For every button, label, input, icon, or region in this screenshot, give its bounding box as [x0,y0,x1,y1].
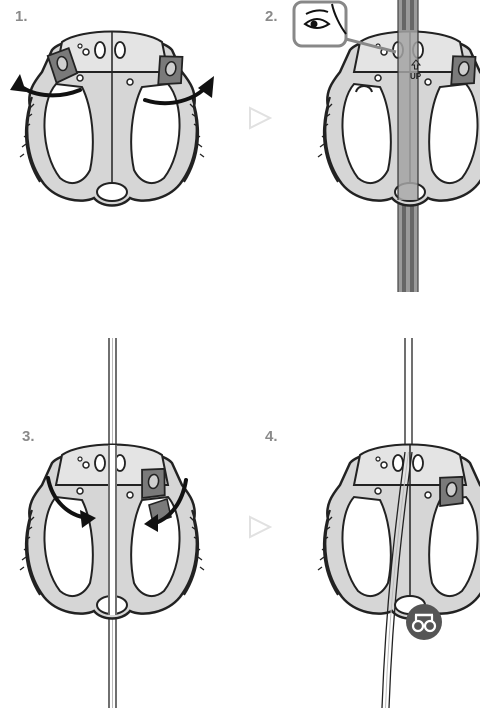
step4-rope [405,338,412,450]
step1-device [20,32,204,206]
next-arrow-icon [250,517,270,537]
next-arrow-icon [250,108,270,128]
carabiner-symbol-icon [406,604,442,640]
up-marking-text: UP [410,72,422,81]
